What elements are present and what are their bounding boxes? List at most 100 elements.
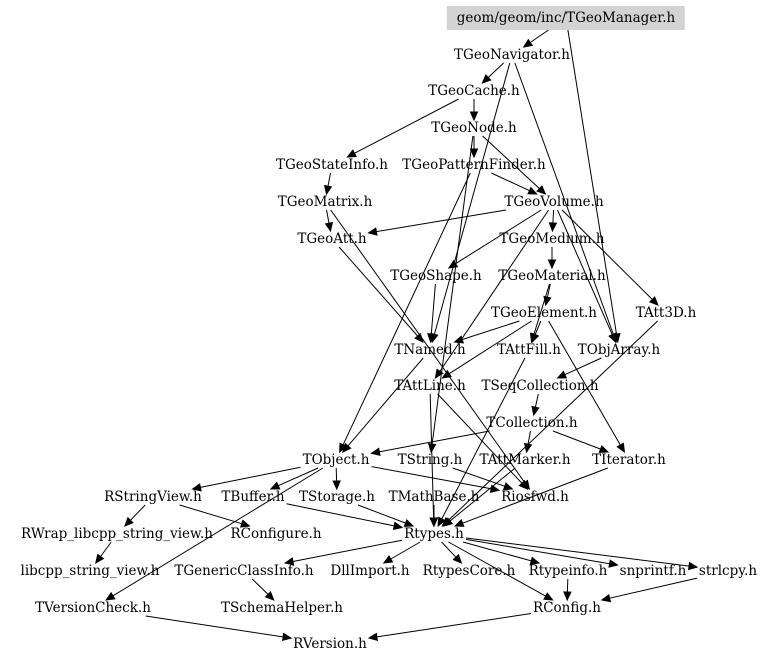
node-tgeoelement-h[interactable]: TGeoElement.h [491, 305, 597, 321]
node-titerator-h[interactable]: TIterator.h [592, 452, 666, 468]
arrowhead-n33-n40 [264, 591, 275, 601]
node-tgeostateinfo-h[interactable]: TGeoStateInfo.h [276, 157, 388, 173]
node-tcollection-h[interactable]: TCollection.h [486, 415, 578, 431]
node-tattline-h[interactable]: TAttLine.h [394, 378, 466, 394]
arrowhead-n19-n20 [370, 447, 381, 456]
edge-n11-n12 [546, 283, 551, 298]
edge-n2-n4 [354, 98, 459, 154]
edge-n29-n32 [100, 541, 112, 557]
arrowhead-n9-n11 [547, 259, 557, 270]
node-tmathbase-h[interactable]: TMathBase.h [388, 489, 480, 505]
node-tgeomatrix-h[interactable]: TGeoMatrix.h [277, 194, 373, 210]
arrowhead-n26-n31 [403, 519, 415, 527]
node-tseqcollection-h[interactable]: TSeqCollection.h [481, 378, 599, 394]
node-libcpp-string-view-h[interactable]: libcpp_string_view.h [20, 563, 160, 579]
arrowhead-n7-n8 [367, 227, 378, 236]
node-tgeonavigator-h[interactable]: TGeoNavigator.h [454, 47, 570, 63]
edge-n0-n16 [567, 29, 617, 335]
arrowhead-n1-n2 [481, 74, 492, 84]
edge-n22-n31 [449, 467, 516, 522]
edge-n25-n31 [286, 503, 395, 527]
node-rtypeinfo-h[interactable]: Rtypeinfo.h [528, 563, 608, 579]
node-rtypes-h[interactable]: Rtypes.h [404, 526, 464, 542]
edge-n7-n13 [561, 209, 653, 300]
node-tbuffer-h[interactable]: TBuffer.h [221, 489, 285, 505]
arrowhead-n27-n31 [429, 517, 439, 528]
node-tgeonode-h[interactable]: TGeoNode.h [431, 120, 517, 136]
node-tgeocache-h[interactable]: TGeoCache.h [428, 83, 520, 99]
edge-n12-n17 [448, 320, 532, 375]
edge-n7-n9 [552, 209, 555, 224]
arrowhead-n41-n42 [367, 632, 379, 641]
node-dllimport-h[interactable]: DllImport.h [330, 563, 410, 579]
edge-n39-n42 [145, 615, 284, 638]
node-snprintf-h[interactable]: snprintf.h [619, 563, 687, 579]
node-tgeoatt-h[interactable]: TGeoAtt.h [297, 231, 367, 247]
node-strlcpy-h[interactable]: strlcpy.h [698, 563, 758, 579]
node-tatt3d-h[interactable]: TAtt3D.h [635, 305, 697, 321]
edge-n38-n41 [609, 577, 698, 599]
node-tstorage-h[interactable]: TStorage.h [299, 489, 375, 505]
node-tattfill-h[interactable]: TAttFill.h [497, 342, 561, 358]
node-tobjarray-h[interactable]: TObjArray.h [577, 342, 661, 358]
node-tgenericclassinfo-h[interactable]: TGenericClassInfo.h [174, 563, 314, 579]
node-geom-geom-inc-tgeomanager-h[interactable]: geom/geom/inc/TGeoManager.h [446, 6, 686, 30]
arrowhead-n12-n15 [531, 332, 540, 344]
arrowhead-n7-n9 [548, 222, 558, 233]
arrowhead-n12-n23 [616, 442, 626, 454]
arrowhead-n2-n3 [469, 111, 479, 122]
edge-n5-n7 [491, 172, 530, 192]
edge-n10-n14 [430, 283, 436, 335]
node-rwrap-libcpp-string-view-h[interactable]: RWrap_libcpp_string_view.h [21, 526, 213, 542]
node-tnamed-h[interactable]: TNamed.h [394, 342, 466, 358]
arrowhead-n20-n26 [332, 480, 341, 491]
node-tgeomaterial-h[interactable]: TGeoMaterial.h [498, 268, 606, 284]
edge-n14-n20 [347, 357, 424, 447]
node-tversioncheck-h[interactable]: TVersionCheck.h [35, 600, 151, 616]
arrowhead-n22-n31 [442, 517, 454, 527]
node-tgeoshape-h[interactable]: TGeoShape.h [390, 268, 482, 284]
edge-n5-n20 [342, 172, 471, 446]
node-tschemahelper-h[interactable]: TSchemaHelper.h [220, 600, 344, 616]
arrowhead-n24-n29 [123, 516, 134, 527]
edge-n3-n7 [482, 135, 540, 189]
node-tgeopatternfinder-h[interactable]: TGeoPatternFinder.h [402, 157, 546, 173]
node-tstring-h[interactable]: TString.h [397, 452, 463, 468]
arrowhead-n19-n23 [598, 445, 610, 453]
node-rversion-h[interactable]: RVersion.h [293, 636, 367, 652]
arrowhead-n31-n33 [283, 557, 295, 566]
edge-n23-n31 [462, 467, 609, 524]
node-tattmarker-h[interactable]: TAttMarker.h [479, 452, 571, 468]
edge-n31-n35 [441, 541, 457, 558]
edge-n41-n42 [376, 613, 532, 638]
edge-n6-n8 [326, 209, 330, 224]
arrowhead-n10-n14 [427, 333, 436, 344]
edge-n33-n40 [251, 578, 269, 595]
arrowhead-n7-n17 [434, 368, 444, 380]
edge-n20-n25 [278, 467, 319, 487]
edge-n1-n16 [514, 62, 614, 335]
node-rconfigure-h[interactable]: RConfigure.h [230, 526, 322, 542]
arrowhead-n31-n38 [688, 561, 699, 571]
arrowhead-n15-n31 [437, 516, 446, 528]
node-tgeomedium-h[interactable]: TGeoMedium.h [499, 231, 605, 247]
node-rtypescore-h[interactable]: RtypesCore.h [422, 563, 516, 579]
node-rconfig-h[interactable]: RConfig.h [533, 600, 601, 616]
edge-n20-n28 [371, 466, 492, 490]
arrowhead-n18-n19 [531, 405, 540, 417]
edge-n12-n23 [548, 320, 621, 446]
node-tgeovolume-h[interactable]: TGeoVolume.h [504, 194, 604, 210]
arrowhead-n29-n32 [95, 553, 105, 565]
edge-n31-n34 [390, 541, 421, 560]
node-riosfwd-h[interactable]: Riosfwd.h [501, 489, 569, 505]
edge-n8-n14 [338, 246, 418, 337]
arrowhead-n31-n41 [543, 592, 554, 601]
edge-n18-n19 [534, 393, 539, 408]
edge-n31-n36 [462, 541, 532, 562]
edge-n20-n24 [200, 466, 301, 488]
node-tobject-h[interactable]: TObject.h [302, 452, 370, 468]
arrowhead-n24-n30 [239, 519, 251, 528]
node-rstringview-h[interactable]: RStringView.h [104, 489, 202, 505]
